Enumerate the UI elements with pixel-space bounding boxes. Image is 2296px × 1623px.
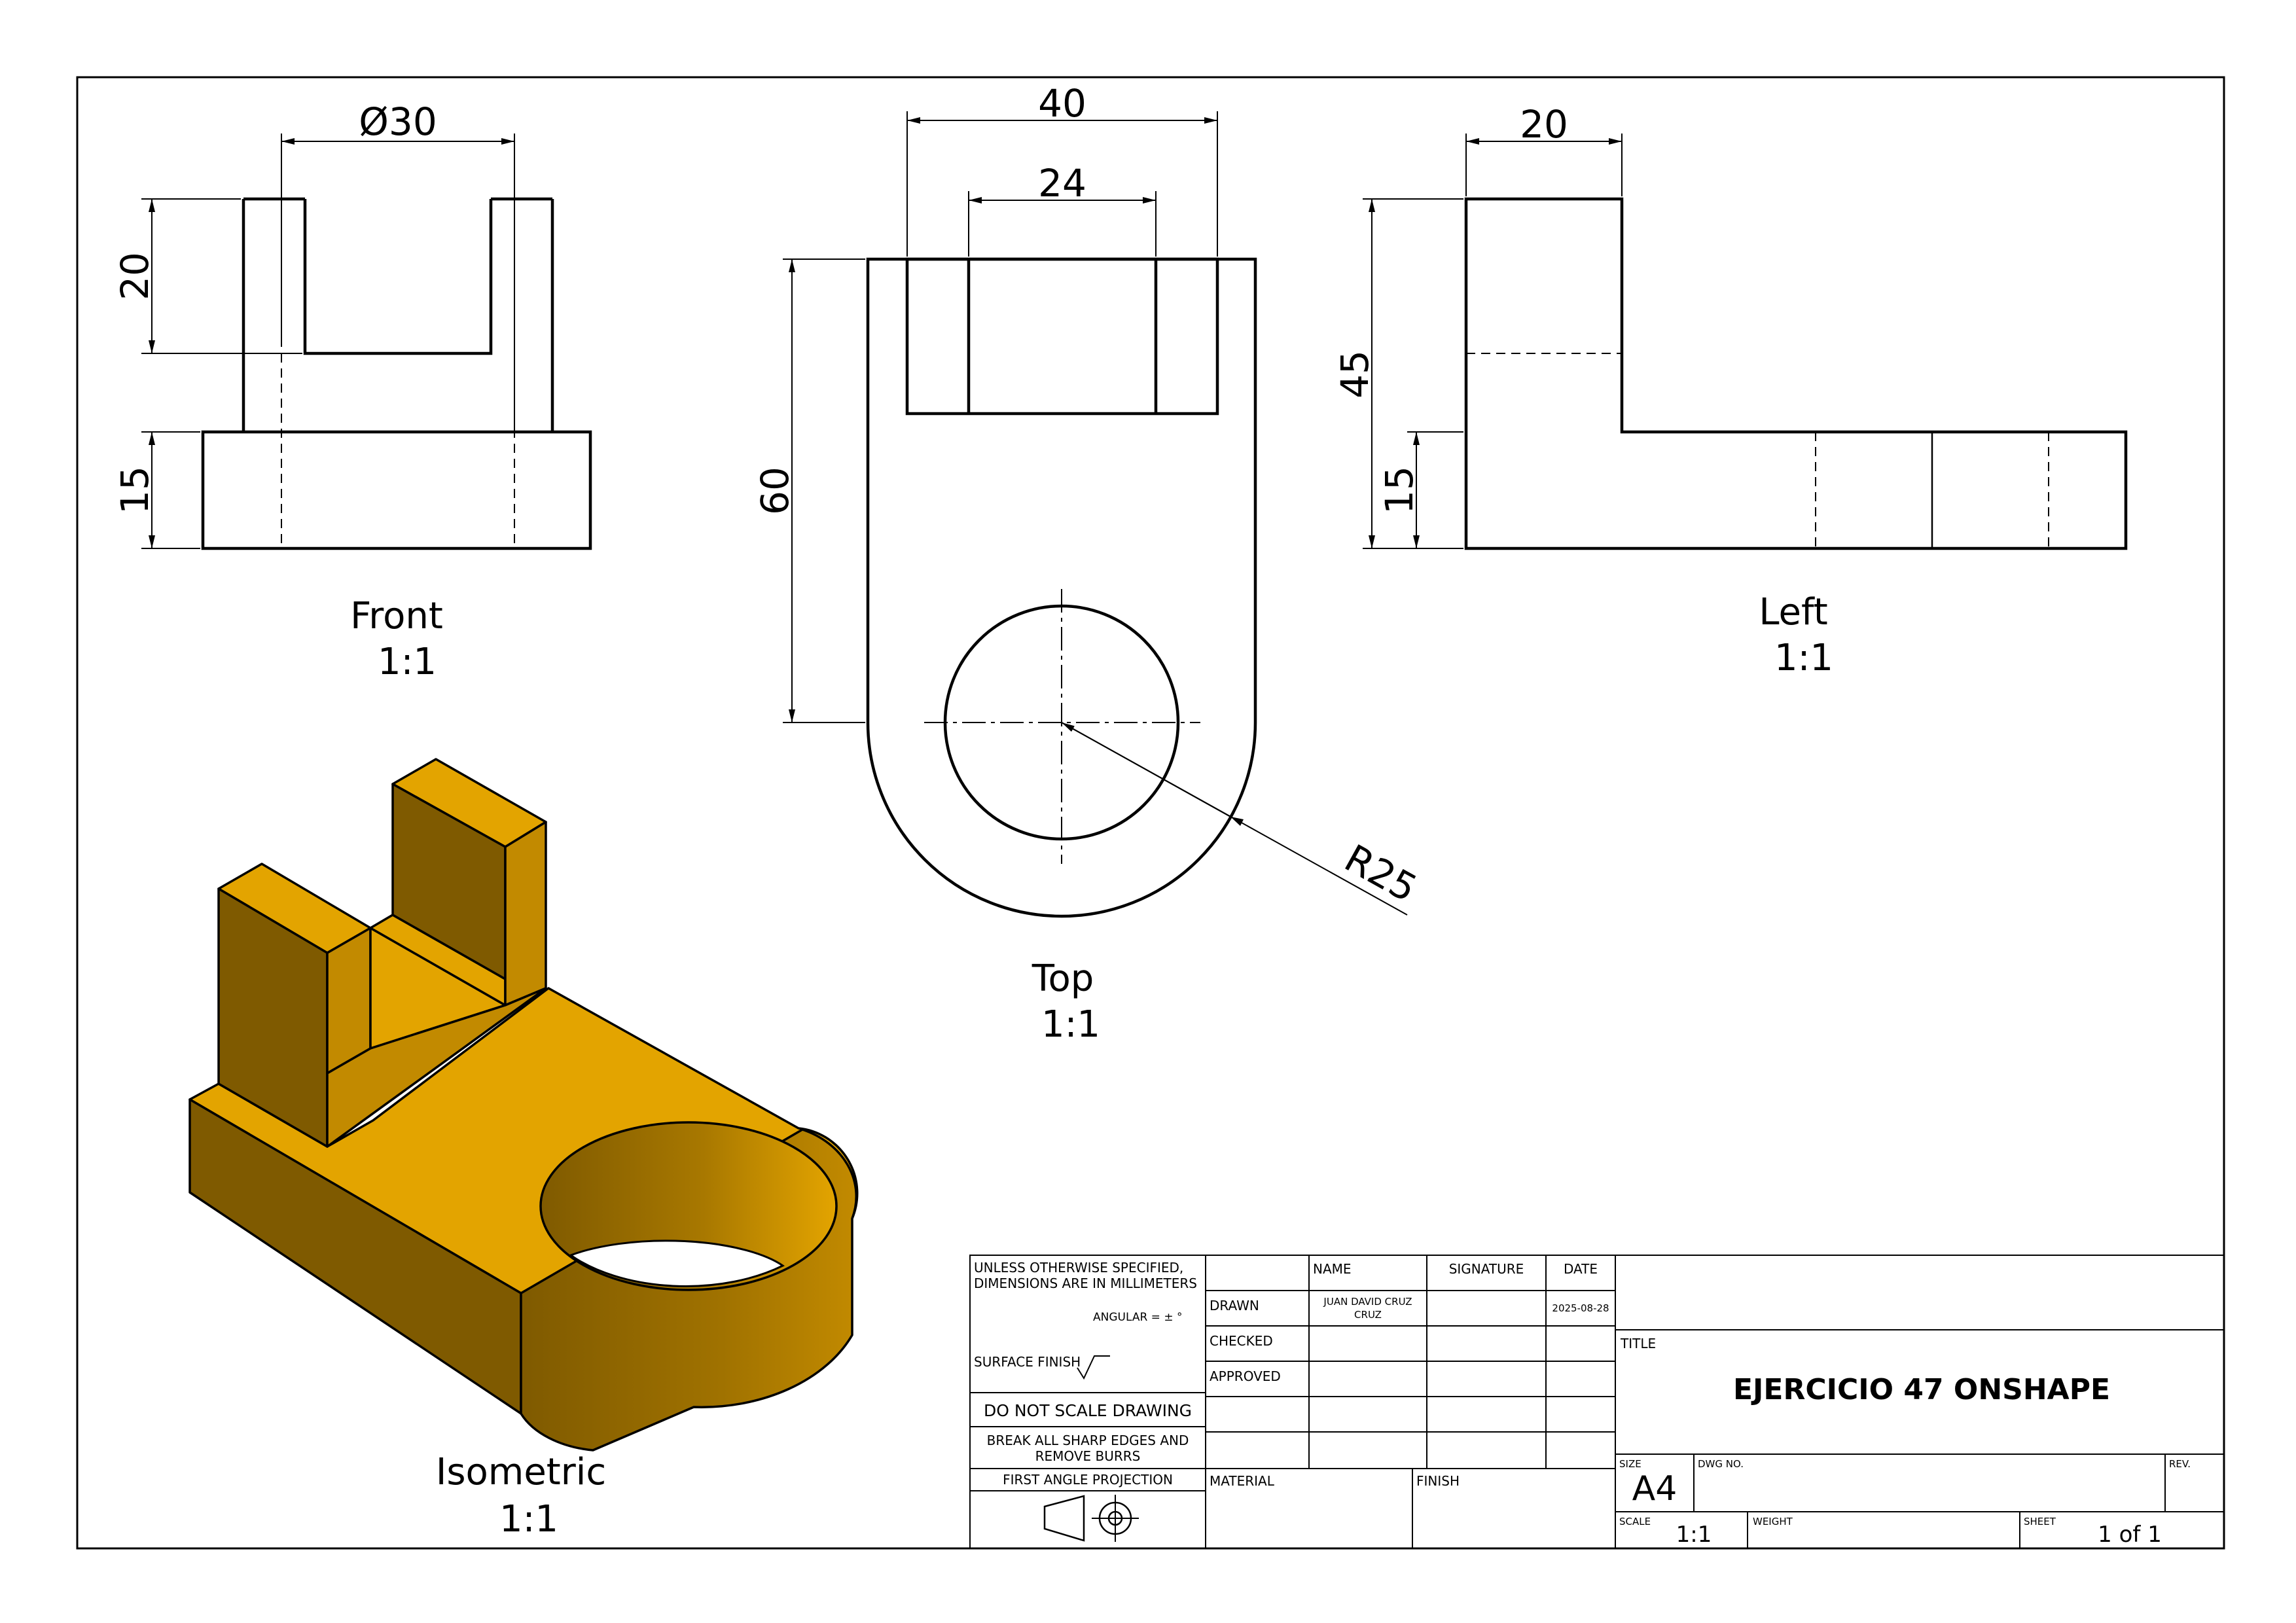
dim-front-height-base: 15 [113,466,157,514]
dim-left-height-base: 15 [1377,466,1422,514]
dim-front-height-upper: 20 [113,252,157,300]
left-view-label: Left [1759,591,1827,633]
left-view-scale: 1:1 [1774,637,1833,679]
dim-top-length: 60 [753,467,797,515]
tb-tolerance-note-2: DIMENSIONS ARE IN MILLIMETERS [974,1275,1197,1291]
tb-tolerance-note-1: UNLESS OTHERWISE SPECIFIED, [974,1260,1183,1275]
tb-size-label: SIZE [1619,1458,1641,1470]
first-angle-projection-icon [1043,1495,1139,1542]
iso-upright-front [326,987,547,1148]
tb-header-date: DATE [1564,1261,1598,1277]
isometric-view-scale: 1:1 [499,1498,558,1541]
tb-projection: FIRST ANGLE PROJECTION [1003,1472,1173,1488]
tb-drawn-name-2: CRUZ [1354,1309,1382,1321]
title-block: UNLESS OTHERWISE SPECIFIED, DIMENSIONS A… [969,1255,2225,1549]
tb-row-approved: APPROVED [1210,1368,1281,1384]
front-view-scale: 1:1 [378,641,437,683]
tb-scale-label: SCALE [1619,1516,1651,1527]
top-view: 40 24 60 R25 Top 1:1 [753,81,1424,1046]
tb-row-drawn: DRAWN [1210,1298,1259,1313]
tb-title-label: TITLE [1620,1336,1656,1351]
tb-material-label: MATERIAL [1210,1473,1275,1489]
tb-dwg-no-label: DWG NO. [1698,1458,1744,1470]
dim-top-width-inner: 24 [1038,161,1086,205]
front-view-label: Front [350,595,443,637]
tb-rev-label: REV. [2169,1458,2191,1470]
dim-left-height-upper: 45 [1333,350,1377,399]
tb-sheet-label: SHEET [2024,1516,2056,1527]
left-view: 20 45 15 Left 1:1 [1333,102,2128,679]
tb-finish-label: FINISH [1416,1473,1460,1489]
top-view-label: Top [1031,957,1094,1000]
isometric-view-label: Isometric [436,1451,606,1493]
isometric-view: Isometric 1:1 [188,758,859,1541]
tb-do-not-scale: DO NOT SCALE DRAWING [984,1401,1192,1420]
tb-row-checked: CHECKED [1210,1333,1273,1349]
surface-finish-icon [1077,1355,1110,1380]
tb-scale: 1:1 [1676,1522,1712,1548]
dim-front-diameter: Ø30 [359,99,437,144]
tb-angular: ANGULAR = ± ° [1093,1311,1182,1324]
tb-header-name: NAME [1313,1261,1352,1277]
tb-weight-label: WEIGHT [1753,1516,1793,1527]
top-view-scale: 1:1 [1041,1003,1100,1046]
dim-left-width: 20 [1520,102,1568,147]
tb-drawn-date: 2025-08-28 [1552,1302,1609,1314]
tb-drawn-name-1: JUAN DAVID CRUZ [1323,1296,1412,1308]
dim-top-width-outer: 40 [1038,81,1086,126]
tb-surface-finish: SURFACE FINISH [974,1354,1081,1370]
tb-size: A4 [1632,1469,1677,1508]
tb-break-edges-1: BREAK ALL SHARP EDGES AND [987,1433,1189,1448]
tb-break-edges-2: REMOVE BURRS [1035,1448,1141,1464]
iso-hole-through [568,1240,785,1287]
iso-right-upright-end [504,821,547,1007]
front-view: Ø30 20 15 Front 1:1 [113,99,592,683]
tb-header-signature: SIGNATURE [1449,1261,1524,1277]
tb-title: EJERCICIO 47 ONSHAPE [1733,1373,2110,1406]
tb-sheet: 1 of 1 [2098,1522,2162,1548]
